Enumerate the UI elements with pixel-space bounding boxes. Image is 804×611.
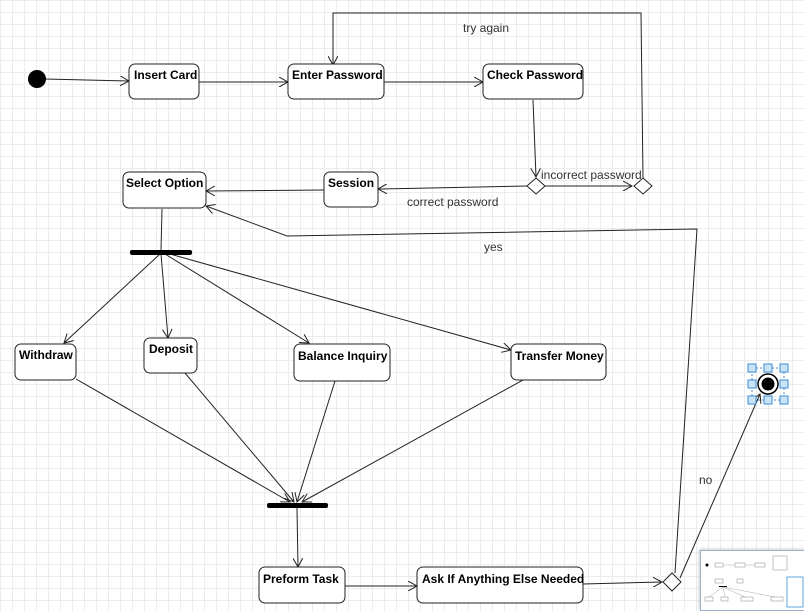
guard-labels: try again incorrect password correct pas… <box>407 21 713 487</box>
node-balance-inquiry-box <box>293 343 391 382</box>
edge-transfer-money-to-join[interactable] <box>302 379 524 502</box>
edge-deposit-to-join[interactable] <box>184 372 294 502</box>
resize-handle-bottom[interactable] <box>763 395 773 405</box>
edge-yes-loop-to-select-option[interactable] <box>206 206 698 574</box>
edge-balance-inquiry-to-join[interactable] <box>297 380 336 502</box>
node-ask-anything-else-label: Ask If Anything Else Needed <box>422 572 584 586</box>
edges <box>44 12 760 586</box>
resize-handle-top-left[interactable] <box>747 363 757 373</box>
node-enter-password-box <box>287 63 385 100</box>
resize-handle-bottom-left[interactable] <box>747 395 757 405</box>
edge-fork-to-withdraw[interactable] <box>64 253 161 343</box>
node-transfer-money[interactable]: Transfer Money <box>510 343 607 381</box>
decision-anything-else[interactable] <box>662 572 682 592</box>
guard-correct-password: correct password <box>407 195 498 209</box>
edge-select-option-to-fork[interactable] <box>160 208 163 251</box>
node-transfer-money-label: Transfer Money <box>515 349 604 363</box>
edge-decision-to-session[interactable] <box>378 186 528 189</box>
edge-try-again-loop[interactable] <box>333 12 644 179</box>
node-ask-anything-else[interactable]: Ask If Anything Else Needed <box>416 566 584 604</box>
final-node-dot <box>761 377 775 391</box>
node-insert-card[interactable]: Insert Card <box>128 63 200 100</box>
resize-handle-right[interactable] <box>779 379 789 389</box>
node-insert-card-box <box>128 63 200 100</box>
node-session-box <box>323 171 379 208</box>
initial-node[interactable] <box>28 70 46 88</box>
edge-ask-to-decision[interactable] <box>582 582 662 584</box>
node-select-option-label: Select Option <box>126 176 203 190</box>
outline-minimap[interactable] <box>700 550 804 611</box>
join-bar[interactable] <box>267 503 328 508</box>
edge-session-to-select-option[interactable] <box>206 190 325 191</box>
edge-check-password-to-decision[interactable] <box>533 99 536 177</box>
minimap-preview <box>704 555 804 608</box>
resize-handle-left[interactable] <box>747 379 757 389</box>
node-withdraw-label: Withdraw <box>19 348 74 362</box>
edge-fork-to-deposit[interactable] <box>160 253 168 338</box>
node-session[interactable]: Session <box>323 171 379 208</box>
guard-no: no <box>699 473 713 487</box>
decision-incorrect-merge[interactable] <box>633 177 653 195</box>
node-deposit-label: Deposit <box>149 342 193 356</box>
node-perform-task-label: Preform Task <box>263 572 339 586</box>
guard-yes: yes <box>484 240 503 254</box>
node-check-password[interactable]: Check Password <box>482 63 584 100</box>
edge-no-to-end[interactable] <box>679 394 760 579</box>
edge-start-to-insert-card[interactable] <box>44 79 129 81</box>
node-select-option[interactable]: Select Option <box>122 171 207 209</box>
resize-handle-top[interactable] <box>763 363 773 373</box>
node-withdraw[interactable]: Withdraw <box>14 343 77 381</box>
node-perform-task-box <box>258 566 346 604</box>
node-insert-card-label: Insert Card <box>134 68 197 82</box>
edge-fork-to-balance-inquiry[interactable] <box>164 253 309 343</box>
final-node[interactable] <box>747 363 789 405</box>
edge-join-to-perform-task[interactable] <box>297 507 298 567</box>
edge-withdraw-to-join[interactable] <box>75 378 290 502</box>
node-session-label: Session <box>328 176 374 190</box>
node-select-option-box <box>122 171 207 209</box>
node-withdraw-box <box>14 343 77 381</box>
node-transfer-money-box <box>510 343 607 381</box>
node-deposit[interactable]: Deposit <box>143 337 198 374</box>
guard-try-again: try again <box>463 21 509 35</box>
node-check-password-box <box>482 63 584 100</box>
node-balance-inquiry-label: Balance Inquiry <box>298 349 388 363</box>
node-perform-task[interactable]: Preform Task <box>258 566 346 604</box>
node-enter-password-label: Enter Password <box>292 68 383 82</box>
node-ask-anything-else-box <box>416 566 584 604</box>
decision-password-check[interactable] <box>526 177 546 195</box>
resize-handle-top-right[interactable] <box>779 363 789 373</box>
node-deposit-box <box>143 337 198 374</box>
guard-incorrect-password: incorrect password <box>541 168 642 182</box>
fork-bar[interactable] <box>130 250 192 255</box>
edge-fork-to-transfer-money[interactable] <box>169 253 511 350</box>
node-enter-password[interactable]: Enter Password <box>287 63 385 100</box>
node-check-password-label: Check Password <box>487 68 583 82</box>
resize-handle-bottom-right[interactable] <box>779 395 789 405</box>
node-balance-inquiry[interactable]: Balance Inquiry <box>293 343 391 382</box>
